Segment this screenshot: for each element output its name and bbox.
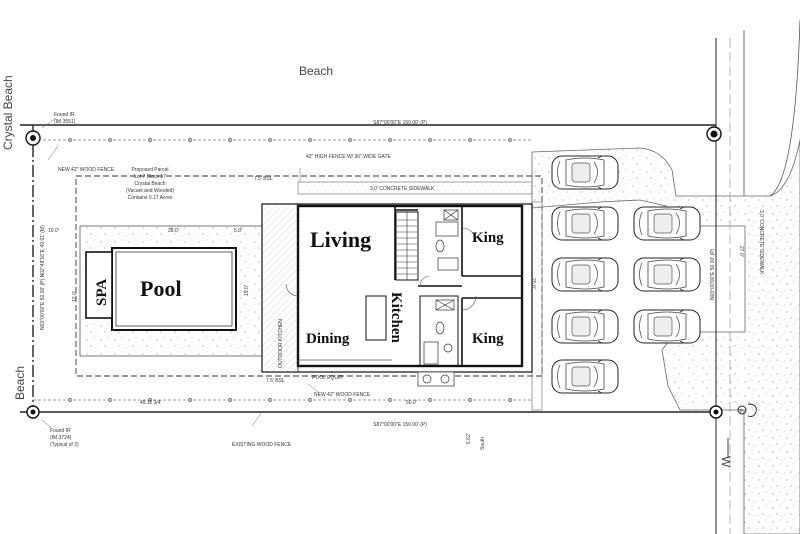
west-boundary-bearing: N03°00'00"E 50.00' (P) N02°49'16"E 49.91… [40, 225, 46, 330]
svg-text:Lot 7 Block 17: Lot 7 Block 17 [134, 174, 166, 180]
sink-lower [443, 343, 453, 353]
setback-top: 7.5' BSL [254, 176, 273, 182]
label-spa: SPA [94, 279, 110, 306]
label-beach-left: Beach [13, 366, 27, 400]
toilet-upper [435, 239, 445, 253]
svg-text:Found IR: Found IR [50, 428, 71, 434]
svg-text:(IM 3724): (IM 3724) [50, 435, 72, 441]
svg-text:(Typical of 3): (Typical of 3) [50, 442, 79, 448]
road-pavement [744, 196, 800, 534]
label-beach-top: Beach [299, 64, 333, 78]
vanity-upper [435, 221, 459, 237]
north-boundary-bearing: S87°00'00"E 150.00' (P) [373, 120, 427, 126]
concrete-sidewalk [297, 181, 533, 195]
existing-fence-note: EXISTING WOOD FENCE [232, 442, 292, 448]
car-4 [551, 309, 619, 344]
svg-text:Found IR: Found IR [54, 112, 75, 118]
south-boundary-bearing: S87°00'00"E 150.00' (P) [373, 422, 427, 428]
label-crystal-beach: Crystal Beach [1, 75, 15, 150]
sidewalk-note: 3.0' CONCRETE SIDEWALK [370, 186, 435, 192]
corner-monument-sw [26, 405, 40, 419]
dim-12: 12.0' [72, 291, 78, 302]
svg-text:(IM 3551): (IM 3551) [54, 119, 76, 125]
covered-porch [261, 203, 299, 373]
high-fence-note: 42" HIGH FENCE W/ 36" WIDE GATE [306, 154, 392, 160]
utility-marker [727, 403, 757, 458]
car-1 [551, 155, 619, 190]
dim-side-top: 5.0' [234, 228, 242, 234]
house [261, 203, 533, 387]
property-boundary [20, 124, 723, 419]
found-ir-bottom-note: Found IR (IM 3724) (Typical of 3) [50, 428, 79, 448]
tub-lower [423, 341, 439, 365]
corner-monument-se [709, 405, 723, 419]
parcel-note: Proposed Parcel Lot 7 Block 17 Crystal B… [126, 167, 175, 201]
room-living: Living [310, 227, 371, 252]
car-2 [551, 206, 619, 241]
label-pool: Pool [140, 276, 182, 301]
found-ir-top-note: Found IR (IM 3551) [54, 112, 76, 125]
room-king-lower: King [472, 331, 504, 347]
pool-inner-edge [115, 251, 233, 327]
car-5 [551, 359, 619, 394]
svg-text:Contains 0.17 Acres: Contains 0.17 Acres [128, 195, 173, 201]
fence-note-bottom: NEW 42" WOOD FENCE [314, 392, 371, 398]
dim-10: 10.0' [48, 228, 59, 234]
dim-49: 49.11 3/4' [140, 400, 161, 406]
car-3 [551, 257, 619, 292]
label-compass-p: P [739, 409, 743, 415]
toilet-lower [435, 321, 445, 335]
road-curve [769, 19, 800, 197]
east-boundary-bearing: N03°00'00"E 50.00' (P) [710, 248, 716, 300]
outdoor-kitchen-note: OUTDOOR KITCHEN [278, 319, 284, 368]
dim-20: 20.0' [530, 278, 536, 289]
dim-28: 28.0' [168, 228, 179, 234]
dim-50: 50.0' [406, 400, 417, 406]
label-w-marker: W [719, 456, 733, 468]
dim-road: 6.62' [466, 433, 472, 444]
corner-monument-ne [706, 126, 722, 142]
room-dining: Dining [306, 331, 350, 347]
sidewalk-note-right: 3.0' CONCRETE SIDEWALK [758, 210, 764, 275]
car-7 [633, 257, 701, 292]
spa [85, 251, 113, 319]
svg-text:Crystal Beach: Crystal Beach [134, 181, 165, 187]
dim-27: 27.0' [738, 246, 744, 257]
car-6 [633, 206, 701, 241]
concrete-sidewalk-right [531, 201, 543, 411]
pool [111, 247, 237, 331]
tub-upper [437, 257, 459, 271]
fence-note-top: NEW 42" WOOD FENCE [58, 167, 115, 173]
corner-monument-nw [25, 130, 41, 146]
room-kitchen: Kitchen [388, 292, 404, 343]
label-south: South [480, 437, 486, 450]
dim-15: 15.0' [244, 285, 250, 296]
setback-bottom: 7.5' BSL [266, 378, 285, 384]
svg-text:Proposed Parcel: Proposed Parcel [132, 167, 169, 173]
svg-text:(Vacant and Wooded): (Vacant and Wooded) [126, 188, 175, 194]
room-king-upper: King [472, 230, 504, 246]
staircase [397, 212, 417, 280]
pool-equipment-note: POOL EQUIP. [312, 375, 343, 381]
car-8 [633, 309, 701, 344]
